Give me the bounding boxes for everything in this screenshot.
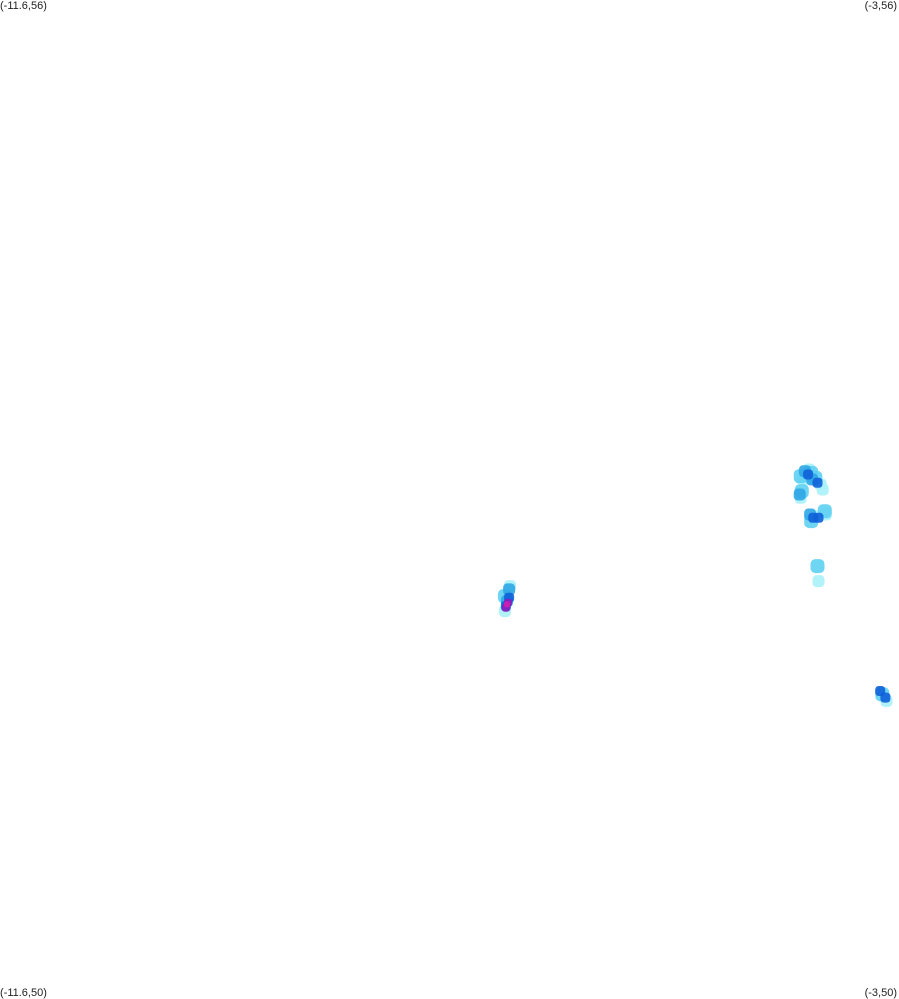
precip-cell-high bbox=[880, 692, 891, 703]
precip-cell-high bbox=[813, 512, 824, 523]
precip-cell-low bbox=[810, 559, 825, 574]
precip-cell-medium bbox=[503, 583, 516, 596]
corner-label-bottom-left: (-11.6,50) bbox=[0, 987, 47, 999]
corner-label-top-left: (-11.6,56) bbox=[0, 0, 47, 12]
precip-cell-high bbox=[803, 469, 814, 480]
corner-label-top-right: (-3,56) bbox=[864, 0, 897, 12]
precip-cell-medium bbox=[793, 488, 806, 501]
corner-label-bottom-right: (-3,50) bbox=[864, 987, 897, 999]
precip-cell-high bbox=[812, 477, 823, 488]
precip-cell-light bbox=[812, 575, 825, 588]
precip-cell-extreme bbox=[504, 601, 510, 608]
